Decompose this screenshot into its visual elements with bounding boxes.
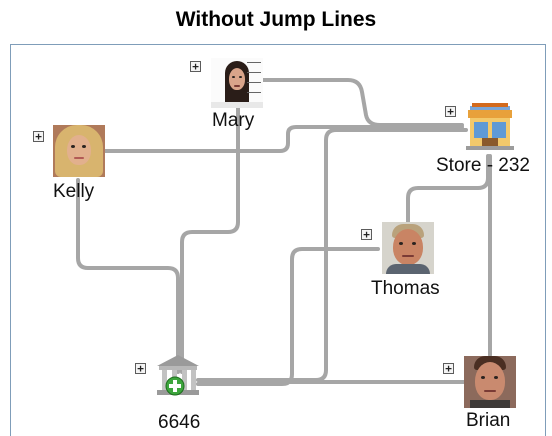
brian-label: Brian [466,410,511,431]
link-thomas-account [196,247,380,386]
diagram-canvas [10,44,546,436]
bank-account-icon[interactable] [153,352,203,400]
kelly-photo-icon[interactable] [53,125,105,177]
expand-thomas-button[interactable]: + [361,229,372,240]
thomas-label: Thomas [371,278,440,299]
expand-account-button[interactable]: + [135,363,146,374]
diagram-title: Without Jump Lines [175,8,377,31]
mary-label: Mary [212,110,255,131]
mary-mugshot-icon[interactable] [211,58,263,108]
kelly-label: Kelly [53,181,95,202]
link-mary-store [256,78,464,127]
expand-store-button[interactable]: + [445,106,456,117]
thomas-photo-icon[interactable] [382,222,434,274]
link-kelly-store [102,125,464,153]
account-label: 6646 [158,412,201,433]
expand-brian-button[interactable]: + [443,363,454,374]
link-store-account [196,128,468,382]
store-label: Store - 232 [436,155,530,176]
brian-photo-icon[interactable] [464,356,516,408]
link-mary-account [180,104,240,374]
link-thomas-store [406,154,490,224]
store-building-icon[interactable] [464,100,516,152]
link-kelly-account [76,178,180,374]
expand-kelly-button[interactable]: + [33,131,44,142]
expand-mary-button[interactable]: + [190,61,201,72]
